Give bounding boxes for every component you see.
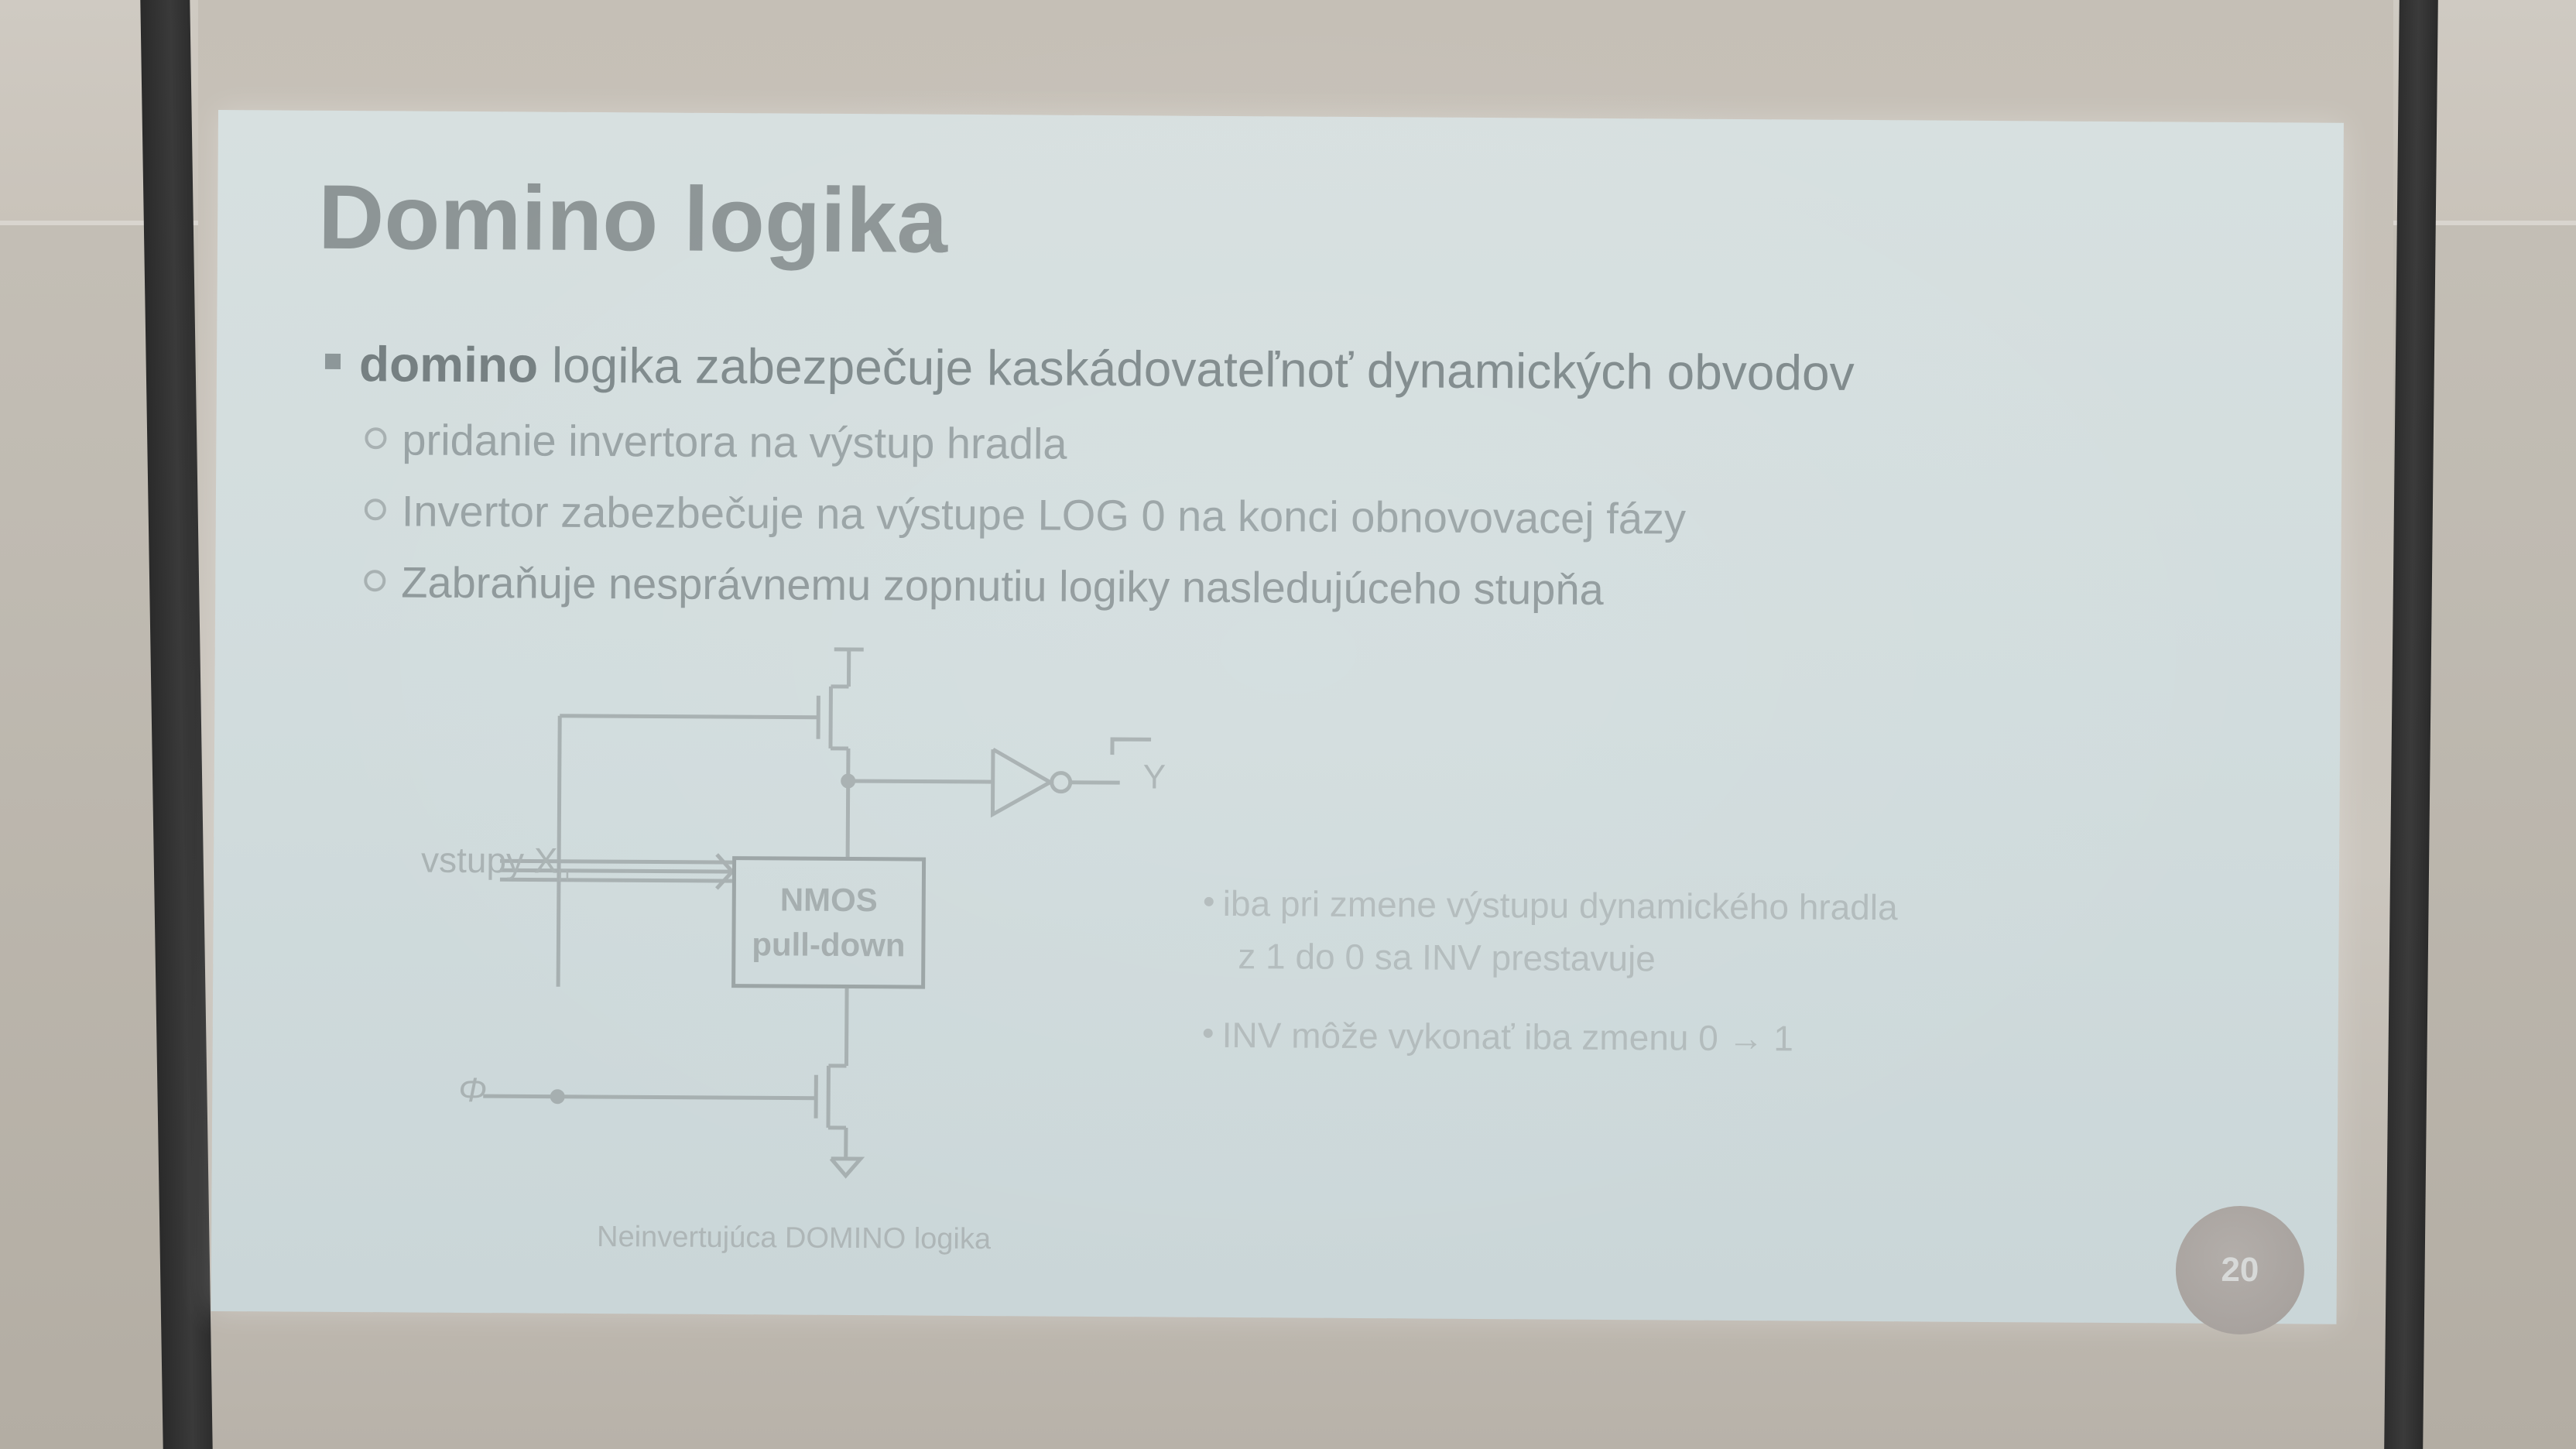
inputs-label: vstupy Xn bbox=[420, 839, 570, 886]
note-1: iba pri zmene výstupu dynamického hradla bbox=[1204, 882, 1898, 928]
dynamic-node-wire bbox=[848, 779, 993, 784]
dot-bullet-icon bbox=[1203, 1028, 1213, 1038]
pull-down-label: pull-down bbox=[752, 926, 906, 964]
nmos-pull-down-block: NMOS pull-down bbox=[731, 856, 927, 989]
ground-symbol bbox=[829, 1156, 865, 1179]
nmos-label: NMOS bbox=[779, 881, 878, 919]
domino-circuit-diagram bbox=[483, 647, 1152, 1179]
inverter-symbol bbox=[990, 747, 1054, 818]
note-1-cont: z 1 do 0 sa INV prestavuje bbox=[1238, 936, 1656, 979]
note-text: iba pri zmene výstupu dynamického hradla bbox=[1222, 882, 1898, 928]
clock-wire-bottom bbox=[483, 1094, 817, 1101]
clock-label: Φ bbox=[458, 1070, 488, 1110]
diagram-caption: Neinvertujúca DOMINO logika bbox=[596, 1221, 992, 1256]
clock-wire-top bbox=[560, 714, 819, 720]
output-label: Y bbox=[1142, 758, 1166, 796]
projected-slide: Domino logika domino logika zabezpečuje … bbox=[211, 110, 2344, 1335]
note-2: INV môže vykonať iba zmenu 0 → 1 bbox=[1203, 1014, 1794, 1060]
dot-bullet-icon bbox=[1204, 896, 1214, 906]
note-text: INV môže vykonať iba zmenu 0 → 1 bbox=[1221, 1014, 1794, 1059]
page-number-badge: 20 bbox=[2175, 1205, 2305, 1335]
